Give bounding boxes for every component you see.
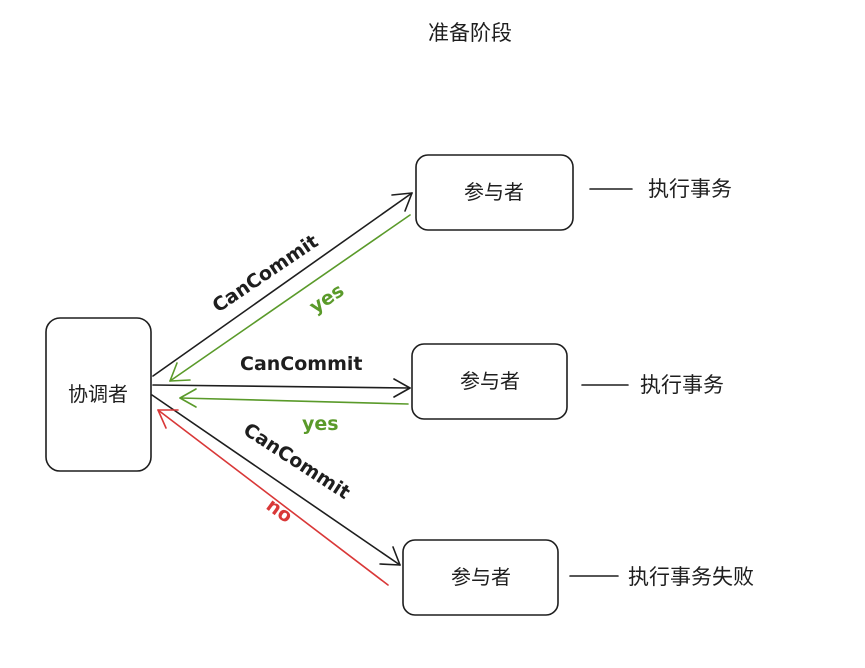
- edge-line-cancommit-1: [152, 192, 413, 377]
- arrowhead-yes-1: [169, 362, 191, 382]
- participant-node-1: 参与者: [415, 154, 574, 231]
- edge-yes-2: yes: [179, 388, 409, 435]
- arrowhead-cancommit-3: [379, 546, 401, 566]
- coordinator-node: 协调者: [45, 317, 152, 472]
- participant-node-2: 参与者: [411, 343, 568, 420]
- participant-note-1: 执行事务: [648, 177, 732, 201]
- participant-node-3: 参与者: [402, 539, 559, 616]
- edge-cancommit-1: CanCommit: [152, 192, 413, 377]
- arrowhead-cancommit-2: [393, 378, 411, 398]
- edge-line-yes-1: [169, 214, 411, 382]
- participant-box-2: [411, 343, 568, 420]
- coordinator-label: 协调者: [68, 382, 128, 406]
- participant-box-1: [415, 154, 574, 231]
- participant-label-3: 参与者: [451, 565, 511, 589]
- participant-note-3: 执行事务失败: [628, 565, 754, 589]
- arrowhead-no-3: [157, 409, 179, 429]
- coordinator-box: [45, 317, 152, 472]
- arrowhead-cancommit-1: [391, 192, 413, 212]
- participant-note-2: 执行事务: [640, 373, 724, 397]
- edge-label-yes-1: yes: [305, 279, 348, 318]
- edge-label-no-3: no: [262, 494, 296, 527]
- edge-label-yes-2: yes: [302, 413, 339, 435]
- participant-box-3: [402, 539, 559, 616]
- edge-line-yes-2: [179, 397, 409, 405]
- edge-label-cancommit-2: CanCommit: [240, 353, 362, 375]
- diagram-title: 准备阶段: [428, 21, 512, 45]
- edge-line-no-3: [157, 409, 389, 586]
- edge-cancommit-3: CanCommit: [151, 394, 401, 566]
- edge-cancommit-2: CanCommit: [152, 353, 411, 398]
- edge-line-cancommit-3: [151, 394, 401, 566]
- arrowhead-yes-2: [179, 388, 197, 408]
- participant-label-1: 参与者: [464, 180, 524, 204]
- edge-line-cancommit-2: [152, 384, 411, 389]
- participant-label-2: 参与者: [460, 369, 520, 393]
- edge-label-cancommit-1: CanCommit: [208, 230, 322, 317]
